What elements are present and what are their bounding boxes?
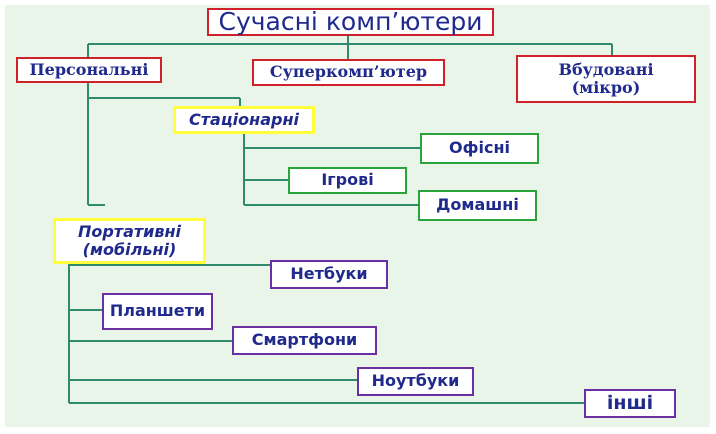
node-portable-line2: (мобільні)	[82, 240, 177, 259]
node-supercomputer: Суперкомп’ютер	[252, 59, 445, 86]
node-office: Офісні	[420, 133, 539, 164]
page-title: Сучасні комп’ютери	[207, 7, 494, 36]
node-embedded-line1: Вбудовані	[558, 59, 654, 79]
node-home: Домашні	[418, 190, 537, 221]
node-portable-line1: Портативні	[77, 221, 182, 241]
node-other: інші	[584, 389, 676, 418]
node-smartphones: Смартфони	[232, 326, 377, 355]
node-laptops: Ноутбуки	[357, 367, 474, 396]
node-portable: Портативні (мобільні)	[53, 218, 206, 264]
node-tablets: Планшети	[102, 293, 213, 330]
node-embedded: Вбудовані (мікро)	[516, 55, 696, 103]
node-embedded-line2: (мікро)	[571, 78, 641, 97]
node-stationary: Стаціонарні	[173, 106, 315, 134]
node-personal: Персональні	[16, 57, 162, 83]
node-gaming: Ігрові	[288, 167, 407, 194]
node-netbooks: Нетбуки	[270, 260, 388, 289]
